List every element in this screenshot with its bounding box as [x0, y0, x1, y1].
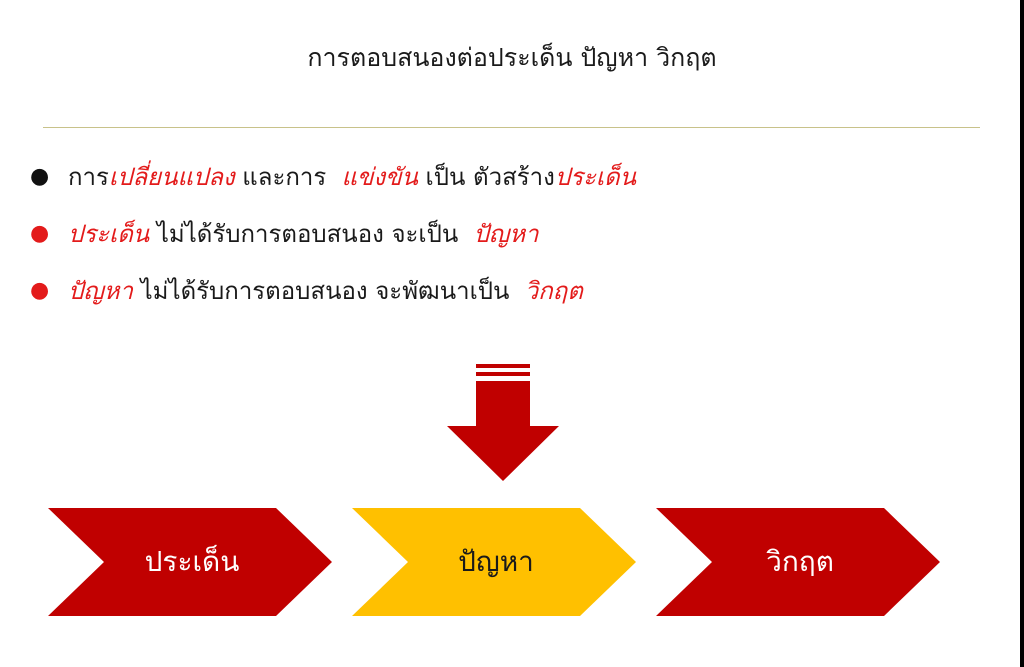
bullet-segment: วิกฤต — [524, 277, 583, 305]
down-arrow-icon — [447, 364, 559, 481]
bullet-icon: ● — [30, 277, 50, 303]
bullet-text: ประเด็น ไม่ได้รับการตอบสนอง จะเป็น ปัญหา — [68, 214, 539, 253]
arrow-stripe — [476, 372, 530, 376]
bullet-item-2: ● ประเด็น ไม่ได้รับการตอบสนอง จะเป็น ปัญ… — [30, 205, 990, 262]
bullet-segment: ประเด็น — [554, 163, 637, 191]
bullet-segment: แข่งขัน — [341, 163, 418, 191]
bullet-segment: ปัญหา — [473, 220, 539, 248]
step-label-1: ประเด็น — [144, 545, 240, 578]
bullet-text: การเปลี่ยนแปลง และการ แข่งขัน เป็น ตัวสร… — [68, 157, 636, 196]
bullet-icon: ● — [30, 163, 50, 189]
step-label-3: วิกฤต — [766, 545, 834, 578]
arrow-stripe — [476, 364, 530, 368]
step-label-2: ปัญหา — [458, 545, 534, 578]
bullet-item-3: ● ปัญหา ไม่ได้รับการตอบสนอง จะพัฒนาเป็น … — [30, 262, 990, 319]
bullet-segment: เป็น ตัวสร้าง — [417, 163, 555, 191]
bullet-text: ปัญหา ไม่ได้รับการตอบสนอง จะพัฒนาเป็น วิ… — [68, 271, 583, 310]
bullet-segment: ไม่ได้รับการตอบสนอง จะเป็น — [149, 220, 474, 248]
bullet-segment: การ — [68, 163, 109, 191]
bullet-segment: ปัญหา — [68, 277, 133, 305]
bullet-segment: เปลี่ยนแปลง — [108, 163, 235, 191]
slide-title: การตอบสนองต่อประเด็น ปัญหา วิกฤต — [307, 43, 717, 72]
bullet-segment: ประเด็น — [68, 220, 150, 248]
bullet-item-1: ● การเปลี่ยนแปลง และการ แข่งขัน เป็น ตัว… — [30, 148, 990, 205]
bullet-segment: ไม่ได้รับการตอบสนอง จะพัฒนาเป็น — [132, 277, 525, 305]
chevron-step-1 — [48, 508, 332, 616]
title-divider — [43, 127, 980, 128]
arrow-head — [447, 381, 559, 481]
bullet-icon: ● — [30, 220, 50, 246]
chevron-step-3 — [656, 508, 940, 616]
bullet-list: ● การเปลี่ยนแปลง และการ แข่งขัน เป็น ตัว… — [30, 148, 990, 319]
right-edge-border — [1020, 0, 1024, 667]
chevron-step-2 — [352, 508, 636, 616]
bullet-segment: และการ — [234, 163, 342, 191]
